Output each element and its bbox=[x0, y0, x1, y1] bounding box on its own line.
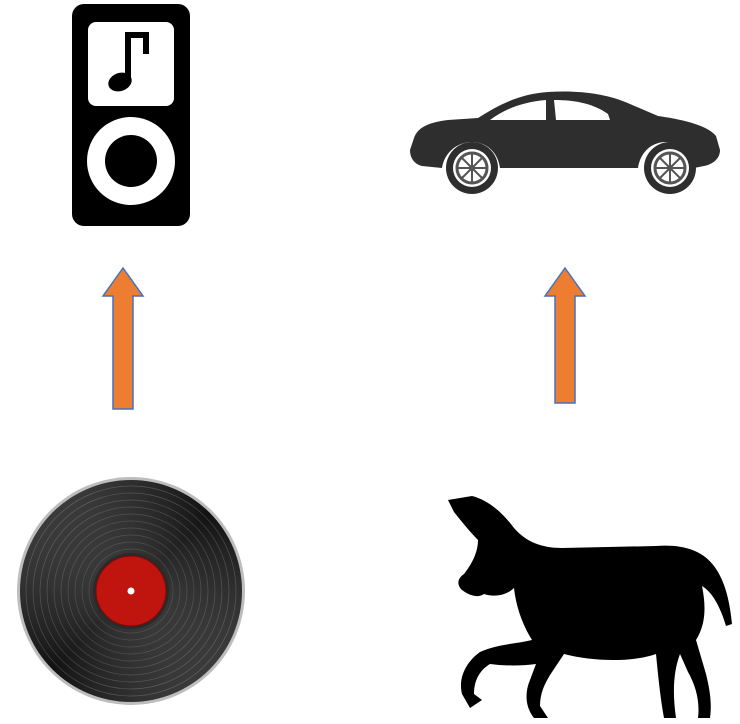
horse-icon bbox=[444, 494, 738, 722]
arrow-up-left bbox=[100, 266, 146, 412]
car-icon bbox=[408, 86, 722, 196]
mp3-player-icon bbox=[72, 4, 190, 226]
arrow-up-right bbox=[542, 266, 588, 406]
vinyl-record-icon bbox=[14, 474, 248, 708]
